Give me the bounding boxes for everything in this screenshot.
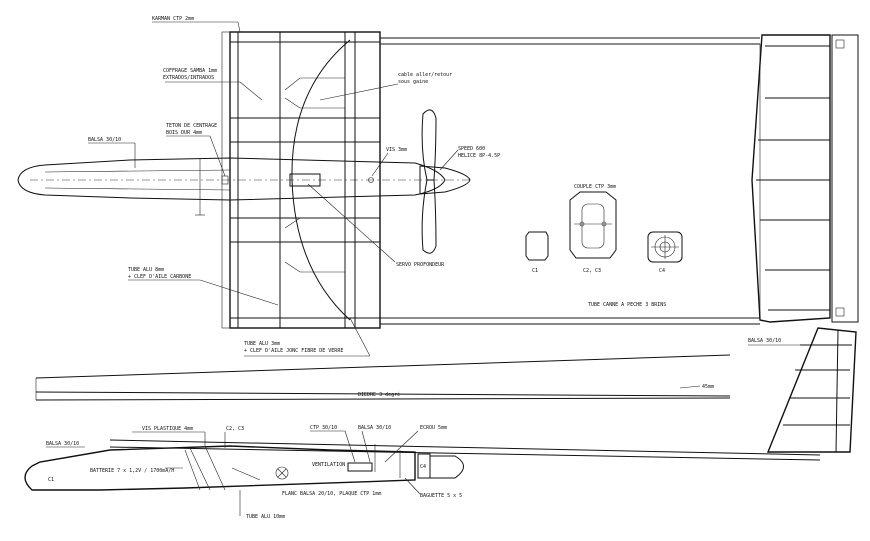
label-cable-1: cable aller/retour [398,72,452,78]
label-balsa-nose: BALSA 30/10 [46,441,79,447]
label-vis: VIS 3mm [386,147,407,153]
label-tube-10: TUBE ALU 10mm [246,514,285,520]
fuselage-top-view [17,109,471,254]
label-speed-1: SPEED 600 [458,146,485,152]
label-tube-canne: TUBE CANNE A PECHE 3 BRINS [588,302,666,308]
label-c4: C4 [659,268,665,274]
label-ctp-30: CTP 30/10 [310,425,337,431]
label-karman: KARMAN CTP 2mm [152,16,194,22]
label-c1: C1 [532,268,538,274]
label-tube-8-2: + CLEF D'AILE CARBONE [128,274,191,280]
label-balsa-side: BALSA 30/10 [358,425,391,431]
label-baguette: BAGUETTE 5 x 5 [420,493,462,499]
label-couple: COUPLE CTP 3mm [574,184,616,190]
label-coffrage-1: COFFRAGE SAMBA 1mm [163,68,217,74]
former-c4 [647,231,683,263]
label-teton-1: TETON DE CENTRAGE [166,123,217,129]
horizontal-stabilizer [751,34,859,323]
label-c2-c3-side: C2, C3 [226,426,244,432]
label-flanc: FLANC BALSA 20/10, PLAQUE CTP 1mm [282,491,381,497]
label-dim-45: 45mm [702,384,714,390]
label-balsa-tail: BALSA 30/10 [748,338,781,344]
tail-boom-top [380,37,761,325]
label-tube-8-1: TUBE ALU 8mm [128,267,164,273]
label-teton-2: BOIS DUR 4mm [166,130,202,136]
label-cable-2: sous gaine [398,79,428,85]
label-tube-3-1: TUBE ALU 3mm [244,341,280,347]
former-c1 [525,231,549,261]
label-speed-2: HELICE 8P-4.5P [458,153,500,159]
label-batterie: BATTERIE 7 x 1,2V / 1700mA/H [90,468,174,474]
wing-center-section [221,31,381,329]
wing-dihedral-view [35,354,731,401]
leader-lines [46,21,800,516]
label-ecrou: ECROU 5mm [420,425,447,431]
annotations: KARMAN CTP 2mm COFFRAGE SAMBA 1mm EXTRAD… [46,16,781,520]
label-ventilation: VENTILATION [312,462,345,468]
label-c4-side: C4 [420,464,426,470]
fuselage-side-view [24,439,821,491]
former-c2-c3 [569,191,617,259]
label-balsa-fuselage: BALSA 30/10 [88,137,121,143]
vertical-fin [766,327,857,453]
label-servo: SERVO PROFONDEUR [396,262,445,268]
label-diedre: DIEDRE 3 degré [358,391,400,398]
label-c1-side: C1 [48,477,54,483]
label-tube-3-2: + CLEF D'AILE JONC FIBRE DE VERRE [244,348,343,354]
label-coffrage-2: EXTRADOS/INTRADOS [163,75,214,81]
label-c2-c3: C2, C3 [583,268,601,274]
label-vis-plastique: VIS PLASTIQUE 4mm [142,426,193,432]
